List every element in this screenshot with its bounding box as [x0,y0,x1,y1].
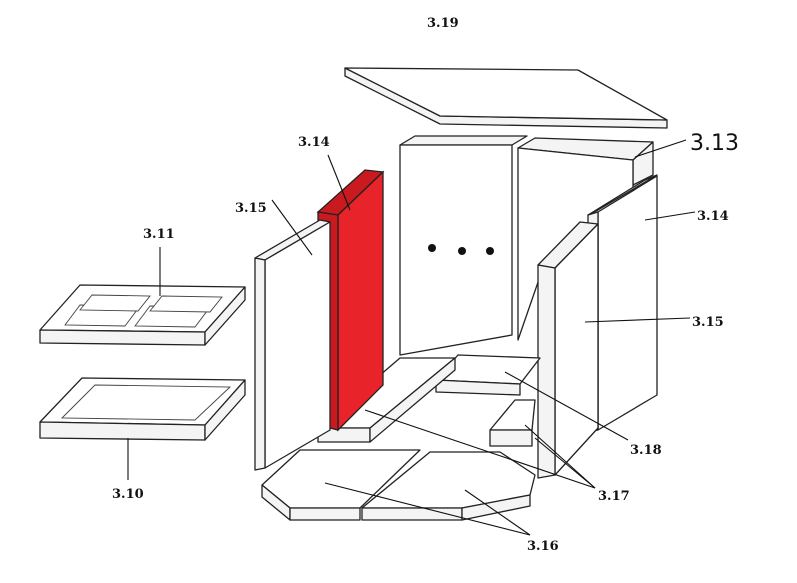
side-panel-left-3-15 [254,219,331,471]
side-panel-right-3-15 [537,221,599,479]
label-3-16: 3.16 [527,539,559,554]
floor-strip-right-3-17 [489,399,536,447]
leader-lines [127,139,696,536]
label-3-19: 3.19 [427,16,459,31]
label-3-17: 3.17 [598,489,630,504]
label-3-14-right: 3.14 [697,209,729,224]
ash-pan-3-10 [39,377,246,441]
label-3-10: 3.10 [112,487,144,502]
hole-marker [458,247,466,255]
back-wall-left [399,135,528,356]
floor-plates-3-16 [261,449,536,521]
hole-marker [486,247,494,255]
grate-3-11 [39,284,246,346]
hole-marker [428,244,436,252]
label-3-14-left: 3.14 [298,135,330,150]
top-plate-3-19 [344,67,668,129]
label-3-13: 3.13 [690,131,739,156]
label-3-18: 3.18 [630,443,662,458]
label-3-11: 3.11 [143,227,175,242]
label-3-15-left: 3.15 [235,201,267,216]
label-3-15-right: 3.15 [692,315,724,330]
